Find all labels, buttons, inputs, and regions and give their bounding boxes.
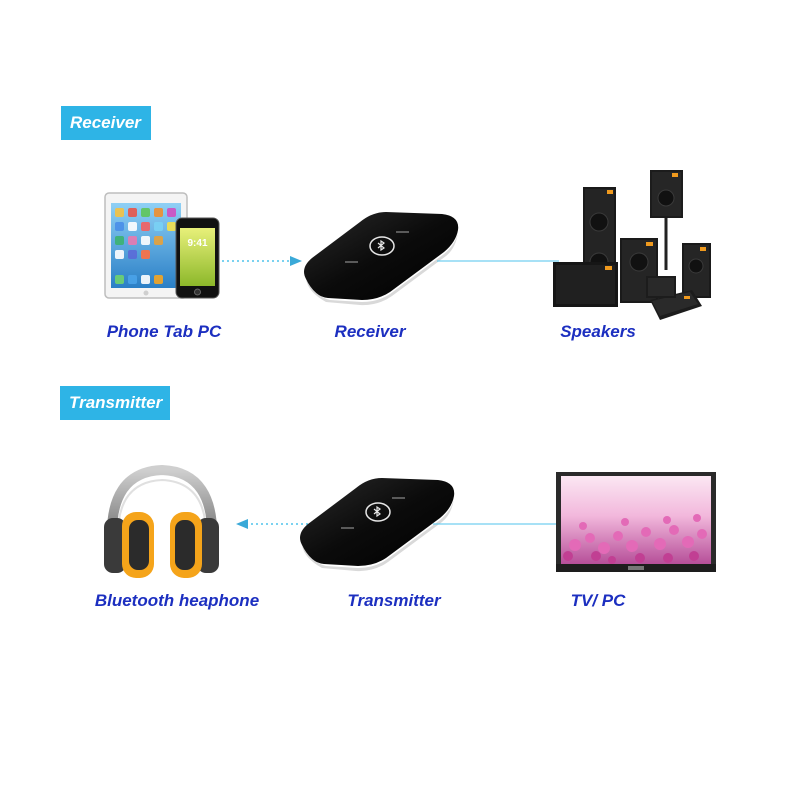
receiver-section-badge: Receiver [61,106,151,140]
caption-receiver: Receiver [334,322,406,341]
bluetooth-icon [365,502,391,522]
caption-speakers: Speakers [560,322,636,341]
caption-bluetooth-headphone: Bluetooth heaphone [94,591,260,610]
phone-icon: 9:41 [175,217,220,299]
tv-icon [556,472,716,572]
bluetooth-icon [369,236,395,256]
tablet-icon [104,192,188,299]
speakers-icon [553,170,711,320]
transmitter-device-icon [300,478,455,572]
caption-tv-pc: TV/ PC [570,591,626,610]
transmitter-output-arrow [236,519,318,529]
caption-transmitter: Transmitter [347,591,441,610]
svg-text:9:41: 9:41 [187,238,207,249]
caption-phone-tab-pc: Phone Tab PC [106,322,222,341]
transmitter-section-badge: Transmitter [60,386,170,420]
headphones-icon [104,464,219,578]
receiver-device-icon [304,212,459,306]
receiver-input-arrow [222,256,302,266]
